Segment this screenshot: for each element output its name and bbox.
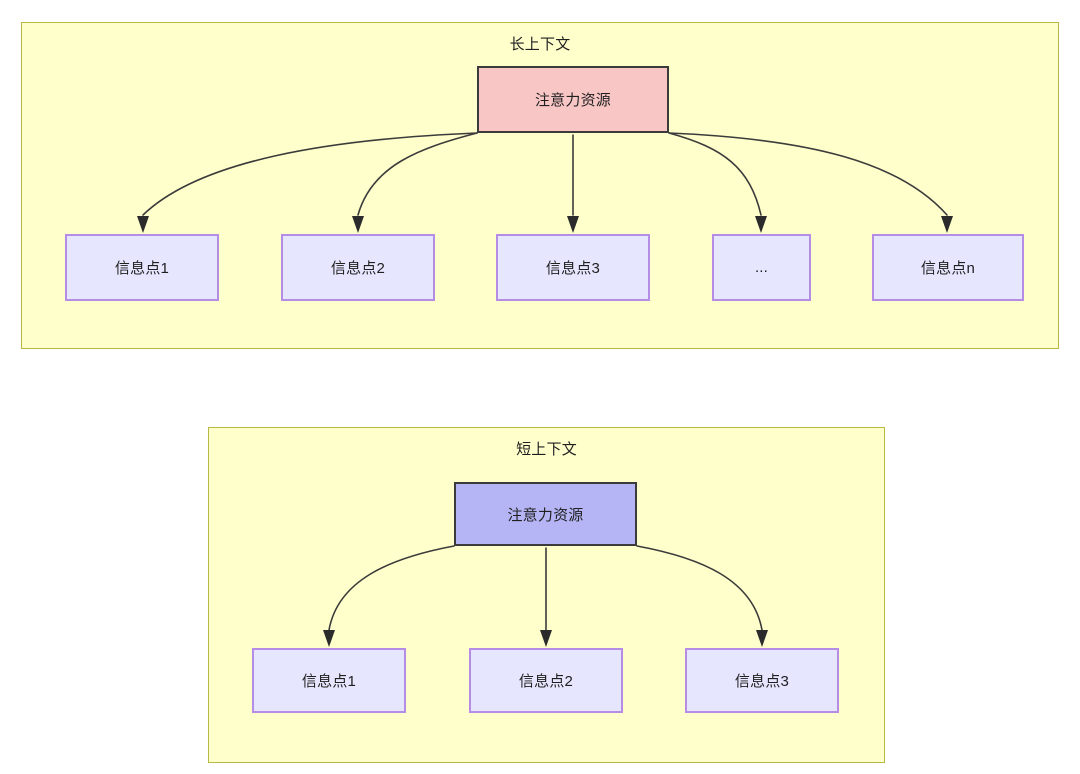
node-info-point-3-long[interactable]: 信息点3 <box>496 234 650 301</box>
node-label: 注意力资源 <box>507 506 584 524</box>
node-info-point-2-short[interactable]: 信息点2 <box>469 648 623 713</box>
node-info-point-1-long[interactable]: 信息点1 <box>65 234 219 301</box>
node-info-point-3-short[interactable]: 信息点3 <box>685 648 839 713</box>
node-info-point-ellipsis-long[interactable]: ... <box>712 234 811 301</box>
node-label: 信息点n <box>920 260 976 277</box>
node-attention-resource-short[interactable]: 注意力资源 <box>454 482 637 546</box>
node-info-point-2-long[interactable]: 信息点2 <box>281 234 435 301</box>
node-info-point-n-long[interactable]: 信息点n <box>872 234 1024 301</box>
node-attention-resource-long[interactable]: 注意力资源 <box>477 66 669 133</box>
group-long-context-title: 长上下文 <box>509 36 571 53</box>
node-label: 注意力资源 <box>534 92 611 109</box>
node-info-point-1-short[interactable]: 信息点1 <box>252 648 406 713</box>
node-label: 信息点2 <box>518 673 574 690</box>
node-label: 信息点2 <box>330 260 386 277</box>
node-label: ... <box>754 259 769 276</box>
group-short-context-title: 短上下文 <box>516 441 577 458</box>
node-label: 信息点3 <box>545 260 601 277</box>
node-label: 信息点3 <box>734 673 790 690</box>
node-label: 信息点1 <box>301 673 357 690</box>
node-label: 信息点1 <box>114 260 170 277</box>
